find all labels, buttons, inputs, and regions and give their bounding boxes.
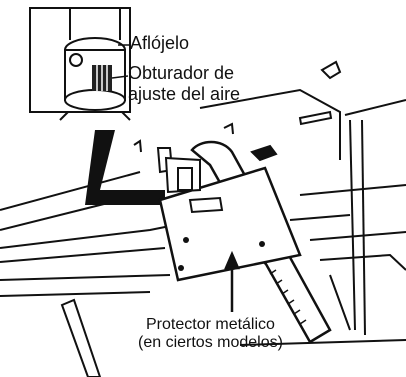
callout-air-shutter-line2: ajuste del aire (128, 83, 241, 104)
callout-metal-shield-line2: (en ciertos modelos) (138, 334, 283, 352)
inset-pointer (85, 130, 165, 205)
metal-shield (158, 166, 302, 282)
callout-air-shutter: Obturador de ajuste del aire (128, 63, 240, 104)
callout-metal-shield-line1: Protector metálico (146, 316, 275, 333)
wall-slots (133, 60, 342, 153)
inset-view (29, 7, 131, 121)
callout-metal-shield: Protector metálico (en ciertos modelos) (138, 316, 283, 353)
callout-aflojelo: Aflójelo (130, 33, 190, 53)
rack-bar (60, 298, 102, 377)
protector-arrow (224, 250, 240, 312)
oven-cavity-lines (0, 88, 406, 346)
callout-air-shutter-line1: Obturador de (128, 63, 235, 83)
valve-assembly (156, 144, 278, 214)
